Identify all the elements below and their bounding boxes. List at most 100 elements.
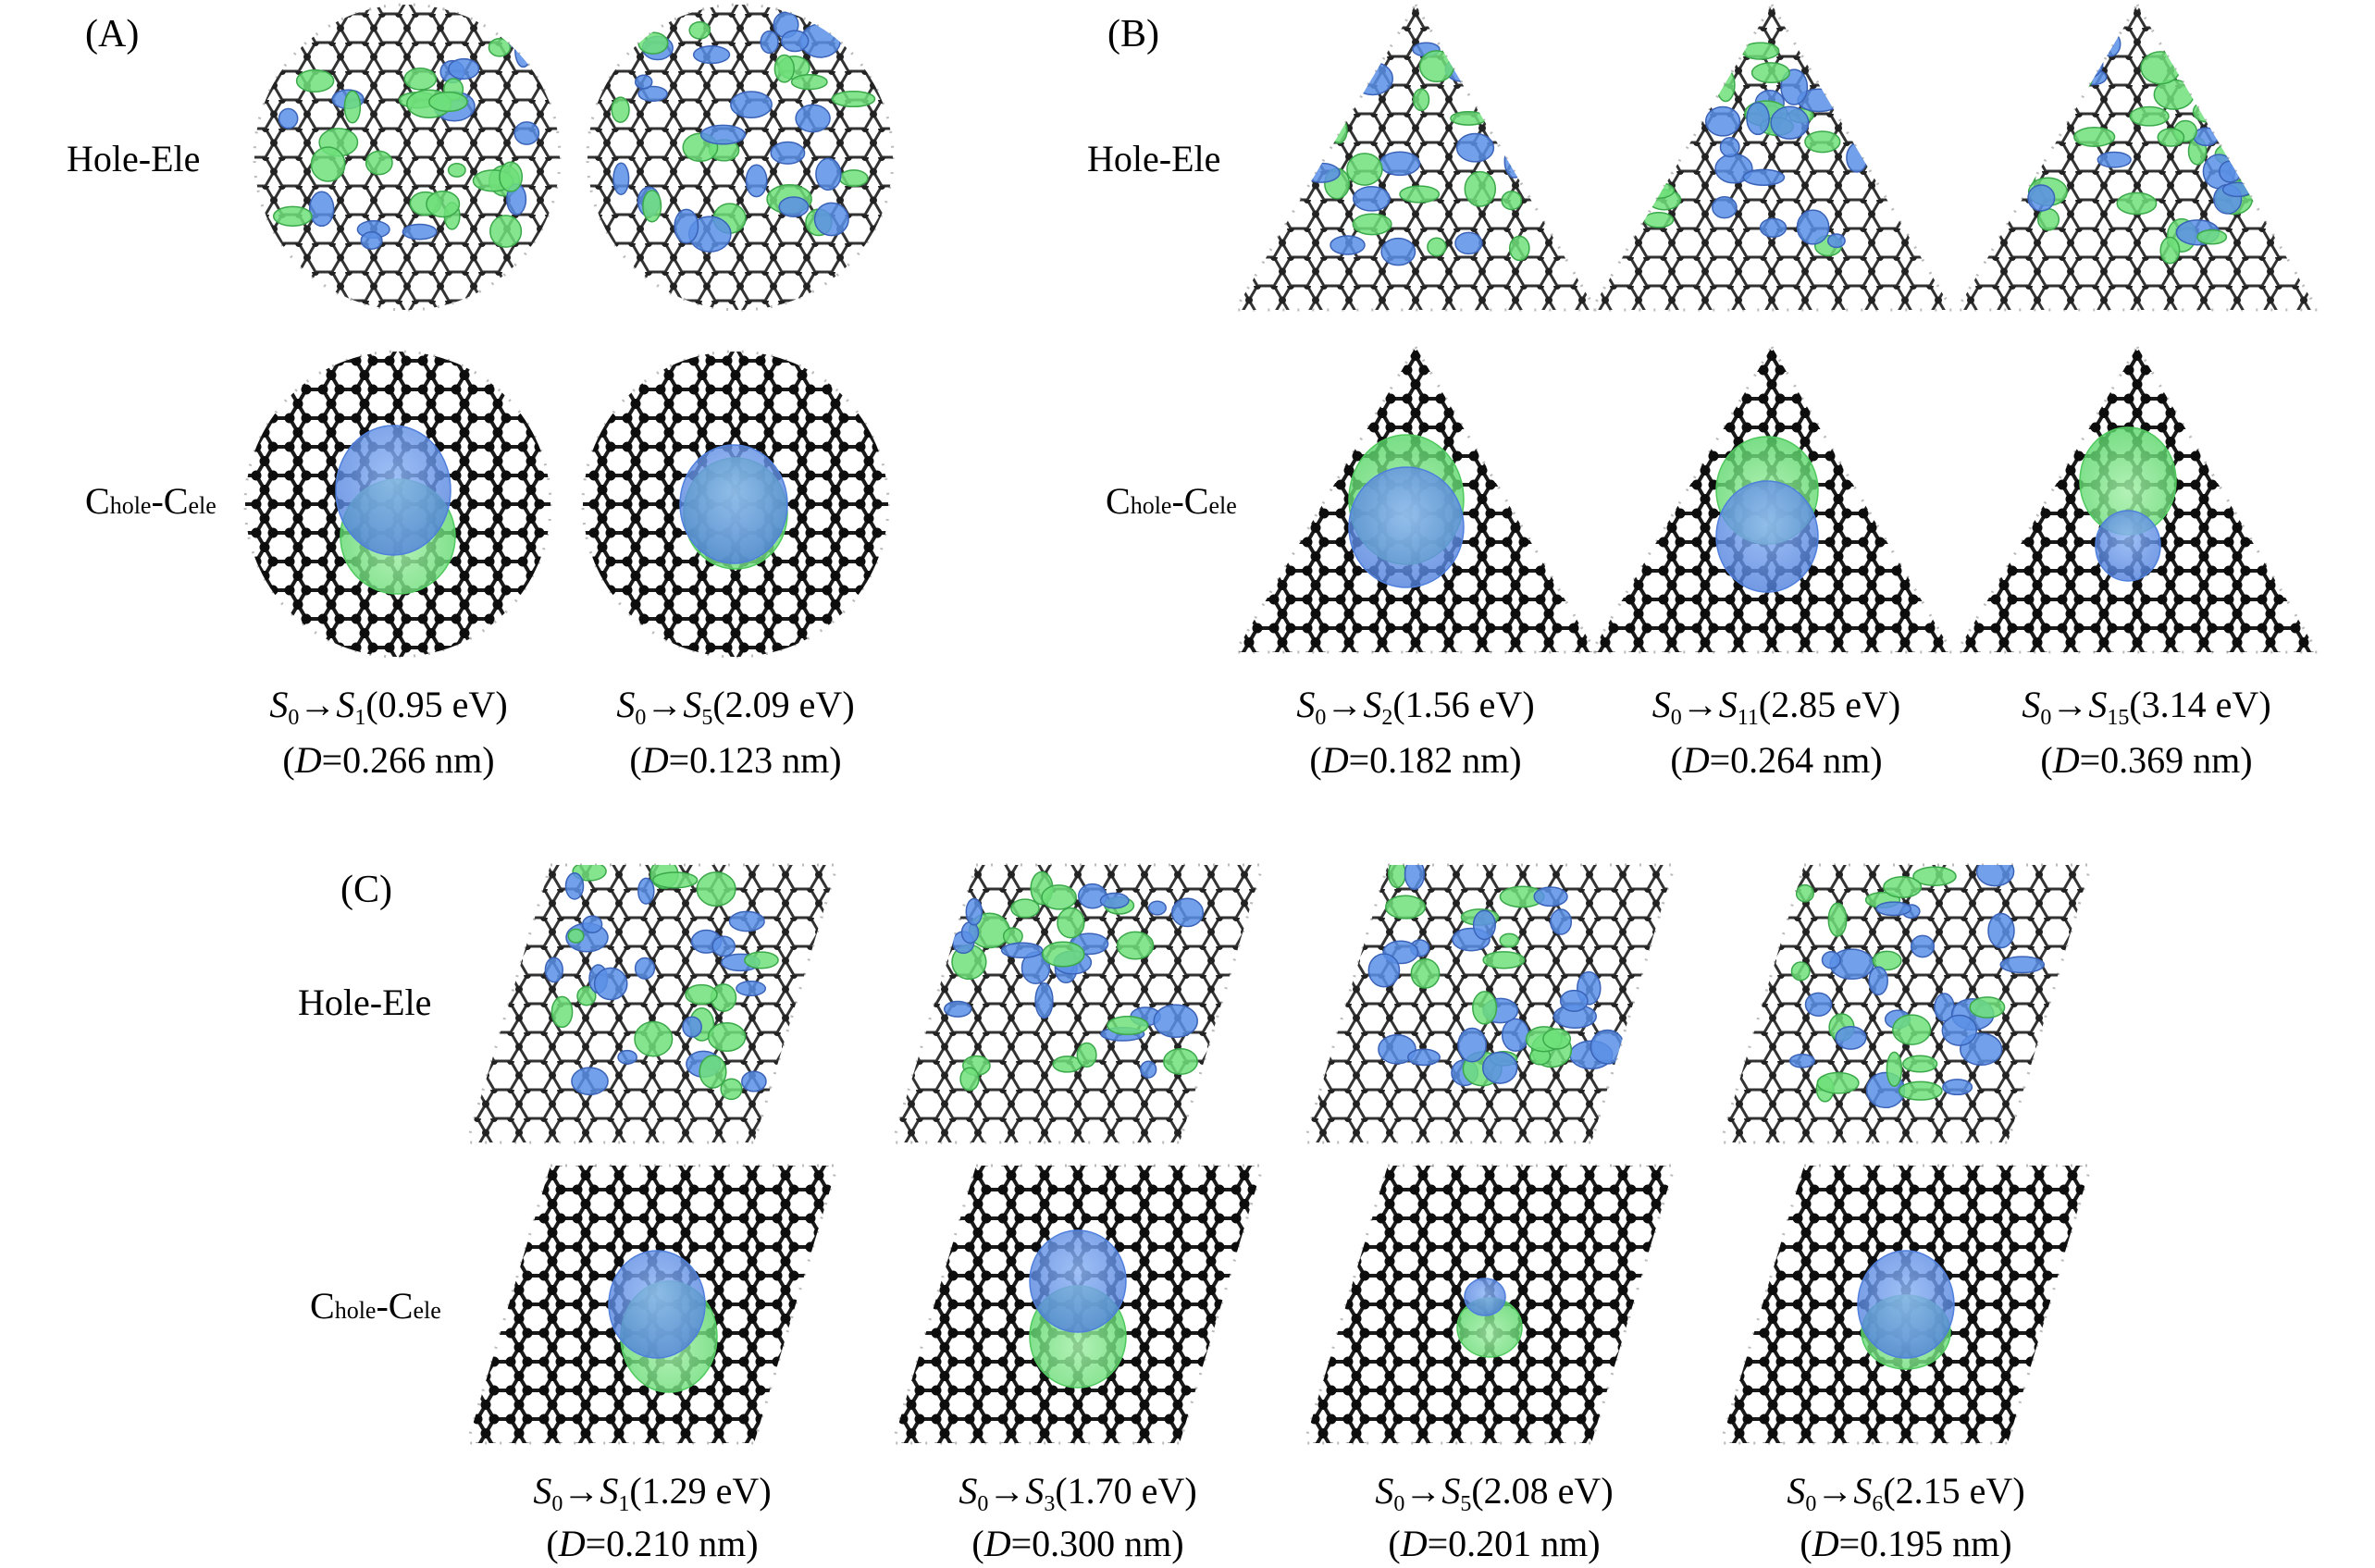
hole-lobe [1153, 1004, 1198, 1039]
hole-lobe [778, 196, 810, 217]
distance-label: (D=0.369 nm) [2040, 739, 2252, 781]
electron-lobe [1384, 895, 1427, 920]
hole-lobe [1788, 1053, 1815, 1068]
hole-lobe [1559, 989, 1589, 1012]
hole-density-ellipse [1348, 466, 1465, 588]
electron-lobe [343, 90, 362, 124]
electron-lobe [1351, 39, 1371, 54]
electron-lobe [1116, 931, 1155, 960]
hole-lobe [1868, 966, 1888, 995]
hole-lobe [1000, 942, 1044, 959]
row-label-hole-ele-b: Hole-Ele [1087, 138, 1220, 179]
electron-lobe [2241, 68, 2268, 94]
hole-lobe [1501, 76, 1540, 111]
hole-lobe [2079, 68, 2108, 86]
caption-c2: S0→S3(1.70 eV) (D=0.300 nm) [959, 1470, 1196, 1564]
hole-lobe [513, 121, 540, 145]
distance-label: (D=0.123 nm) [629, 739, 841, 781]
electron-lobe [1482, 951, 1526, 969]
hole-lobe [1367, 953, 1401, 988]
hole-lobe [1742, 168, 1786, 186]
hole-lobe [1359, 25, 1382, 61]
caption-a1: S0→S1(0.95 eV) (D=0.266 nm) [269, 684, 507, 781]
electron-lobe [1969, 996, 2006, 1019]
hole-lobe [1099, 892, 1130, 909]
electron-lobe [2000, 162, 2036, 191]
molecule-c2-hole-ele [890, 863, 1266, 1144]
electron-lobe [499, 161, 524, 192]
hole-lobe [1835, 1025, 1867, 1050]
electron-lobe [295, 68, 335, 93]
electron-lobe [310, 146, 346, 182]
hole-lobe [965, 897, 983, 926]
hole-lobe [2027, 184, 2056, 212]
molecule-a2-chole-cele [581, 350, 890, 659]
hole-lobe [943, 1000, 972, 1018]
hole-lobe [730, 91, 773, 118]
electron-lobe [576, 985, 597, 1006]
caption-a2: S0→S5(2.09 eV) (D=0.123 nm) [616, 684, 854, 781]
electron-lobe [642, 190, 662, 223]
hole-lobe [770, 141, 806, 165]
electron-lobe [1508, 235, 1530, 262]
hole-lobe [1378, 1033, 1416, 1065]
hole-lobe [1910, 934, 1936, 958]
caption-c4: S0→S6(2.15 eV) (D=0.195 nm) [1787, 1470, 2024, 1564]
hole-lobe [1712, 196, 1738, 219]
isosurface-lobes [544, 865, 779, 1101]
distance-label: (D=0.300 nm) [971, 1523, 1183, 1564]
electron-lobe [1898, 1080, 1943, 1101]
hole-lobe [1359, 46, 1381, 66]
electron-lobe [1912, 866, 1957, 887]
transition-label: S0→S2(1.56 eV) [1296, 684, 1534, 730]
transition-label: S0→S5(2.08 eV) [1375, 1470, 1613, 1516]
hole-lobe [1147, 900, 1167, 916]
hole-lobe [1533, 886, 1568, 907]
isosurface-lobes [266, 18, 540, 250]
molecule-b1-hole-ele [1232, 2, 1599, 312]
hole-lobe [1826, 233, 1846, 249]
panel-label-c: (C) [340, 869, 392, 911]
hole-lobe [1501, 1018, 1530, 1052]
electron-lobe [1010, 898, 1040, 919]
electron-lobe [1472, 991, 1498, 1025]
molecule-b3-hole-ele [1954, 2, 2320, 312]
electron-lobe [2036, 207, 2060, 231]
electron-lobe [685, 983, 718, 1006]
electron-lobe [1542, 1028, 1572, 1050]
electron-lobe [1418, 50, 1454, 83]
hole-lobe [637, 85, 668, 103]
electron-lobe [428, 91, 468, 113]
hole-lobe [1307, 43, 1330, 68]
hole-lobe [1941, 1014, 1978, 1046]
graphene-lattice [588, 5, 893, 310]
hole-lobe [1508, 37, 1539, 68]
hole-lobe [506, 19, 538, 52]
hole-lobe [1809, 30, 1837, 47]
graphene-lattice [254, 5, 560, 310]
hole-density-ellipse [608, 1250, 706, 1359]
electron-lobe [1352, 213, 1392, 236]
hole-lobe [1796, 209, 1830, 245]
hole-lobe [402, 223, 438, 241]
electron-lobe [707, 1022, 747, 1052]
isosurface-lobes [611, 11, 876, 253]
molecule-b2-chole-cele [1589, 344, 1955, 654]
hole-lobe [1170, 897, 1205, 928]
electron-lobe [959, 1067, 980, 1092]
hole-lobe [1759, 217, 1787, 238]
transition-label: S0→S5(2.09 eV) [616, 684, 854, 730]
hole-lobe [1404, 865, 1426, 891]
hole-lobe [514, 32, 533, 68]
electron-lobe [2116, 191, 2158, 216]
hole-lobe [544, 957, 563, 983]
electron-lobe [266, 18, 314, 39]
graphene-lattice [1721, 865, 2091, 1142]
caption-c1: S0→S1(1.29 eV) (D=0.210 nm) [533, 1470, 771, 1564]
molecule-c1-chole-cele [464, 1164, 840, 1445]
hole-lobe [1034, 982, 1054, 1019]
electron-lobe [634, 1020, 674, 1057]
distance-label: (D=0.210 nm) [546, 1523, 758, 1564]
electron-lobe [611, 96, 630, 123]
